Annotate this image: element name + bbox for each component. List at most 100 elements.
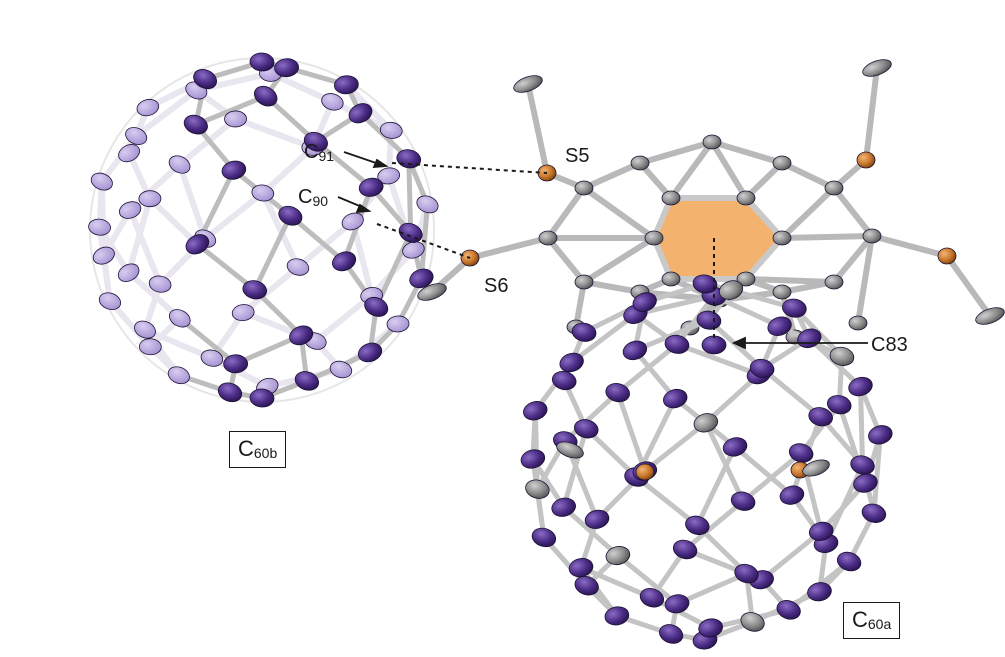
host-bond (581, 185, 657, 241)
methyl-carbon-atom (862, 59, 892, 77)
c60a-carbon-atom (734, 563, 759, 584)
host-bond (709, 139, 785, 166)
c60a-bond (798, 402, 842, 456)
c60b-carbon-atom (333, 75, 359, 95)
c60b-carbon-atom (386, 315, 410, 333)
c60a-carbon-atom (848, 376, 873, 397)
c60a-carbon-atom (664, 334, 690, 354)
host-carbon-atom (736, 190, 756, 206)
c60a-carbon-atom (698, 618, 723, 638)
c60b-bond (127, 161, 183, 214)
c60a-carbon-atom (672, 539, 698, 560)
sulfur-atom (937, 247, 957, 265)
c60a-bond (674, 571, 749, 607)
c60b-carbon-atom (118, 144, 140, 163)
c60b-carbon-atom (242, 280, 268, 300)
c60a-carbon-atom (574, 575, 599, 596)
contact-c91-s5 (391, 162, 548, 174)
host-carbon-atom (772, 155, 792, 171)
c60a-bond (615, 553, 680, 607)
c60a-bond (615, 390, 648, 474)
c60a-carbon-atom (551, 370, 577, 391)
c60a-linker-atom (525, 479, 550, 499)
c60a-bond (569, 311, 638, 365)
c60a-carbon-atom (808, 407, 833, 427)
host-bond (863, 65, 880, 163)
c60b-carbon-atom (249, 52, 275, 72)
c60b-bond (202, 189, 266, 242)
c60a-bond (871, 432, 883, 516)
c60a-bond (703, 372, 762, 426)
label-s5: S5 (565, 145, 589, 167)
c60a-linker-atom (605, 545, 631, 566)
c60b-carbon-atom (329, 360, 353, 379)
host-bond (831, 185, 875, 239)
host-bond (545, 185, 587, 241)
label-c90: C90 (298, 186, 328, 209)
c60b-carbon-atom (357, 342, 383, 363)
c60a-bond (759, 528, 824, 583)
c60b-carbon-atom (332, 251, 357, 272)
c60a-bond (649, 546, 688, 601)
sulfur-atom (856, 151, 876, 169)
c60b-carbon-atom (125, 127, 148, 145)
c60a-carbon-atom (696, 310, 722, 330)
c60b-bond (312, 292, 375, 345)
c60a-bond (561, 426, 589, 510)
label-c91: C91 (304, 141, 334, 164)
host-atoms (417, 59, 1005, 345)
c60b-carbon-atom (138, 338, 162, 356)
c60b-carbon-atom (286, 258, 310, 276)
c60a-carbon-atom (722, 437, 748, 457)
host-carbon-atom (702, 134, 722, 150)
c60b-carbon-atom (249, 388, 275, 408)
c60a-bond (578, 565, 620, 619)
host-bond (668, 139, 715, 201)
c60b-carbon-atom (168, 155, 191, 174)
contact-c90-s6 (376, 223, 471, 259)
fullerene-label-c60a: C60a (843, 602, 901, 639)
fullerene-label-c60b: C60b (229, 431, 287, 468)
c60b-carbon-atom (185, 234, 210, 255)
c60a-carbon-atom (568, 558, 594, 578)
host-bond (779, 160, 837, 191)
c60b-bond (259, 144, 316, 196)
c60b-carbon-atom (223, 354, 249, 374)
c60b-bond (141, 326, 215, 362)
host-carbon-atom (574, 180, 594, 196)
c60b-carbon-atom (90, 172, 113, 191)
c60a-bond (578, 565, 655, 601)
c60a-bond (857, 384, 866, 468)
c60a-bond (694, 444, 738, 528)
c60a-bond (674, 341, 762, 378)
c60a-carbon-atom (767, 316, 792, 336)
arrow-c90 (337, 196, 363, 208)
arrowhead-c90 (355, 203, 372, 214)
c60b-carbon-atom (379, 121, 403, 139)
c60a-carbon-atom (692, 274, 718, 294)
c60b-carbon-atom (138, 190, 162, 208)
c60a-carbon-atom (779, 485, 805, 505)
c60a-carbon-atom (632, 292, 657, 312)
host-carbon-atom (772, 230, 792, 246)
host-carbon-atom (644, 230, 664, 246)
host-carbon-atom (772, 284, 792, 300)
c60b-carbon-atom (117, 263, 140, 282)
c60a-carbon-atom (571, 322, 597, 342)
c60a-carbon-atom (808, 521, 834, 541)
c60a-carbon-atom (807, 582, 832, 602)
c60b-carbon-atom (88, 218, 111, 236)
host-bond (779, 185, 837, 241)
host-bond (581, 279, 643, 295)
c60b-carbon-atom (289, 325, 314, 346)
c60a-carbon-atom (861, 503, 887, 523)
c60b-carbon-atom (134, 320, 156, 339)
c60b-carbon-atom (167, 366, 190, 385)
c60b-carbon-atom (98, 292, 122, 310)
c60a-carbon-atom (639, 588, 665, 608)
c60a-bond (632, 293, 717, 317)
c60b-carbon-atom (168, 309, 191, 328)
host-bond (743, 276, 837, 285)
c60b-bond (146, 195, 201, 248)
c60a-carbon-atom (730, 491, 756, 511)
